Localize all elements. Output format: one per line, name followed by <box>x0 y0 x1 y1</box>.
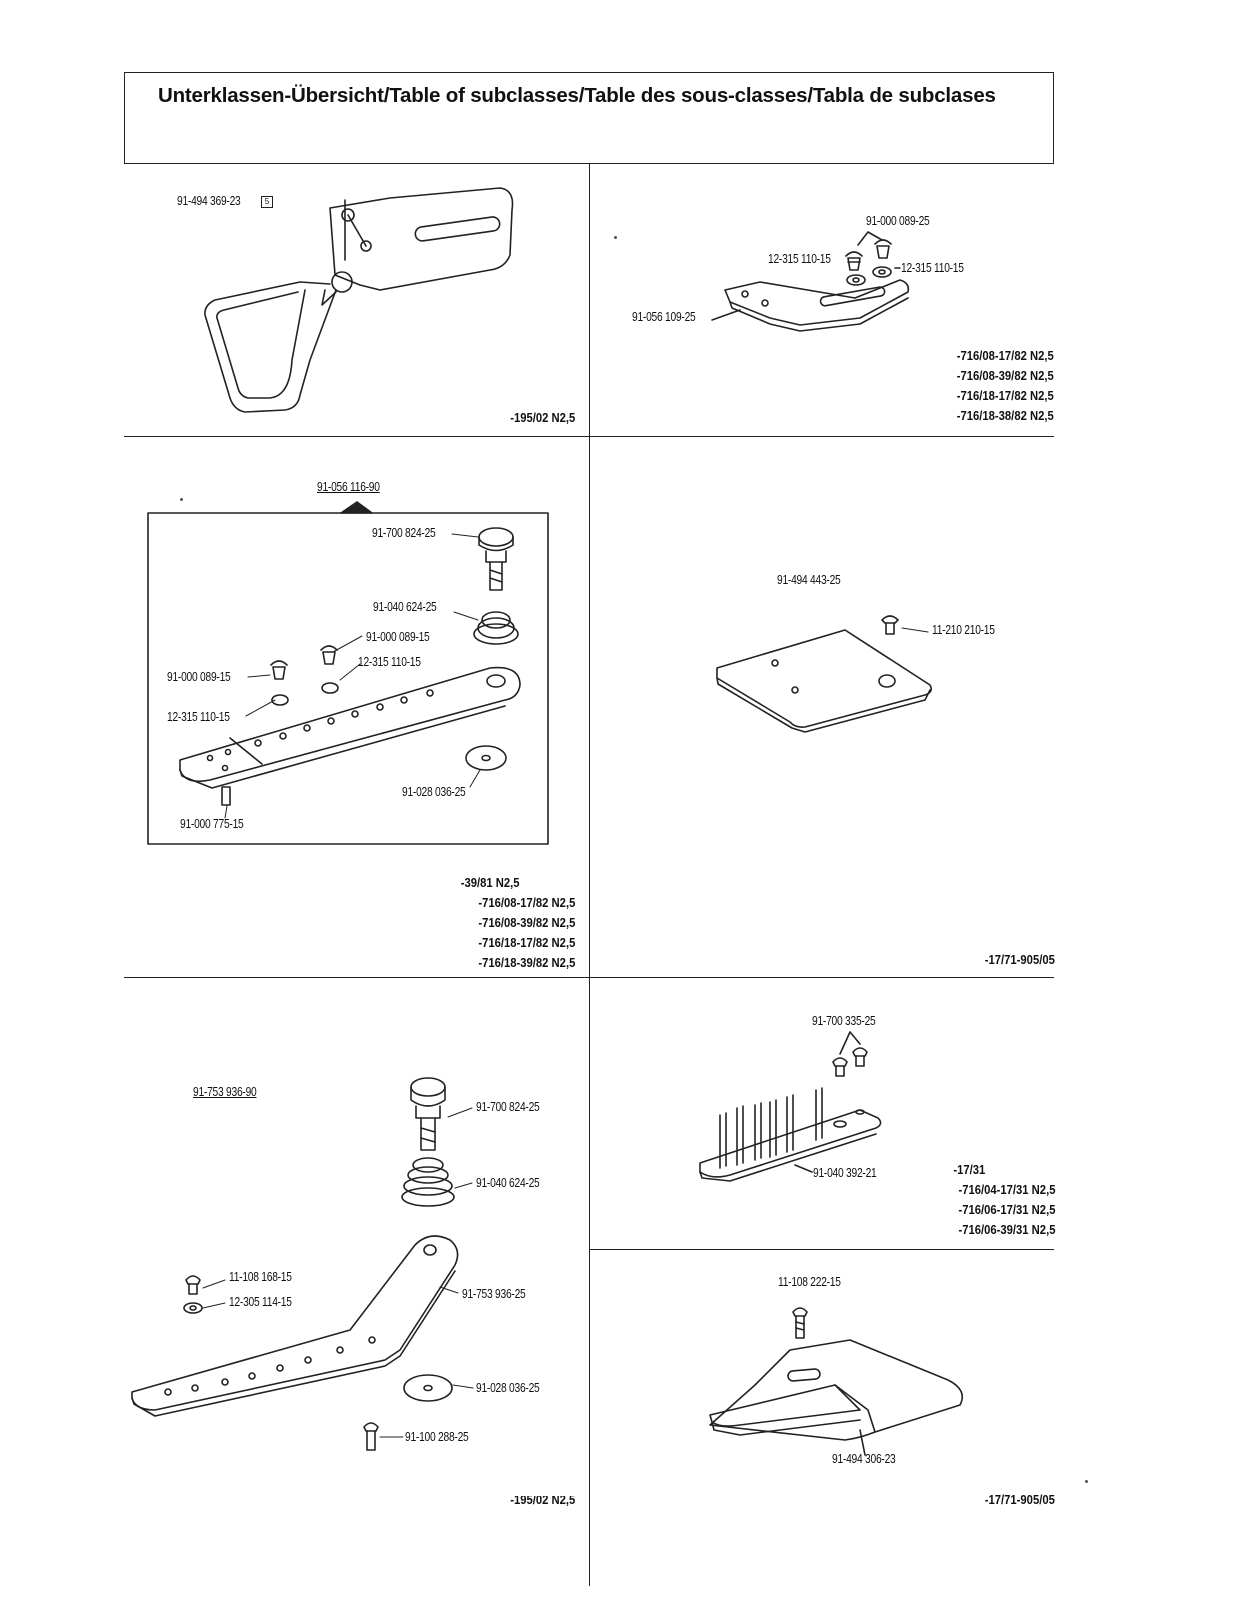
p5-part-label-2: 91-040 624-25 <box>476 1176 540 1190</box>
p3-assembly-number: 91-056 116-90 <box>317 480 380 494</box>
p6-part-label-1: 91-700 335-25 <box>812 1014 876 1028</box>
p5-part-label-3: 11-108 168-15 <box>229 1270 292 1284</box>
p7-part-label-2: 91-494 306-23 <box>832 1452 896 1466</box>
p5-assembly-drawing <box>131 1077 459 1451</box>
p2-part-label-3: 12-315 110-15 <box>901 261 964 275</box>
p7-part-label-1: 11-108 222-15 <box>778 1275 841 1289</box>
grid-row-divider-2 <box>124 977 1054 978</box>
p4-subclass: -17/71-905/05 <box>984 953 1055 967</box>
p3-subclass: -39/81 N2,5 <box>460 876 520 890</box>
p6-pin-guide-drawing <box>699 1031 882 1182</box>
p3-assembly-drawing <box>147 501 549 845</box>
grid-row-divider-1 <box>124 436 1054 437</box>
p7-subclass-list: -17/71-905/05 <box>985 1490 1055 1510</box>
p2-part-label-4: 91-056 109-25 <box>632 310 696 324</box>
p2-subclass: -716/18-17/82 N2,5 <box>957 389 1054 403</box>
p2-part-label-1: 91-000 089-25 <box>866 214 930 228</box>
p4-subclass-list: -17/71-905/05 <box>985 950 1055 970</box>
grid-vertical-divider <box>589 164 590 1586</box>
p1-badge: 5 <box>261 196 273 208</box>
p6-subclass-list: -17/31 -716/04-17/31 N2,5 -716/06-17/31 … <box>953 1160 1055 1240</box>
scan-speck <box>614 236 617 239</box>
p3-subclass-list: -39/81 N2,5 -716/08-17/82 N2,5 -716/08-3… <box>460 873 575 973</box>
p2-subclass-list: -716/08-17/82 N2,5 -716/08-39/82 N2,5 -7… <box>957 346 1054 426</box>
p3-part-label-1: 91-700 824-25 <box>372 526 436 540</box>
p3-part-label-5: 91-000 089-15 <box>167 670 231 684</box>
p2-subclass: -716/08-17/82 N2,5 <box>957 349 1054 363</box>
p1-subclass: -195/02 N2,5 <box>509 411 575 425</box>
p1-foot-drawing <box>204 187 514 413</box>
p3-part-label-4: 12-315 110-15 <box>358 655 421 669</box>
p2-subclass: -716/08-39/82 N2,5 <box>957 369 1054 383</box>
p3-subclass: -716/18-17/82 N2,5 <box>478 936 575 950</box>
leader-lines <box>202 533 929 1438</box>
scan-speck <box>1085 1480 1088 1483</box>
page-title: Unterklassen-Übersicht/Table of subclass… <box>158 84 996 107</box>
p3-subclass: -716/08-17/82 N2,5 <box>478 896 575 910</box>
p3-part-label-7: 91-028 036-25 <box>402 785 466 799</box>
p4-part-label-2: 11-210 210-15 <box>932 623 995 637</box>
p7-folder-drawing <box>709 1307 964 1456</box>
p3-subclass: -716/18-39/82 N2,5 <box>478 956 575 970</box>
scan-speck <box>180 498 183 501</box>
p5-subclass: -195/02 N2,5 <box>509 1496 575 1506</box>
p3-part-label-6: 12-315 110-15 <box>167 710 230 724</box>
p6-part-label-2: 91-040 392-21 <box>813 1166 877 1180</box>
p3-part-label-8: 91-000 775-15 <box>180 817 244 831</box>
p1-part-number: 91-494 369-23 <box>177 194 241 208</box>
p5-assembly-number: 91-753 936-90 <box>193 1085 257 1099</box>
p3-part-label-2: 91-040 624-25 <box>373 600 437 614</box>
p4-part-label-1: 91-494 443-25 <box>777 573 841 587</box>
p3-subclass: -716/08-39/82 N2,5 <box>478 916 575 930</box>
p2-part-label-2: 12-315 110-15 <box>768 252 831 266</box>
p3-part-label-3: 91-000 089-15 <box>366 630 430 644</box>
grid-row-divider-3 <box>589 1249 1054 1250</box>
p6-subclass: -716/06-17/31 N2,5 <box>958 1203 1055 1217</box>
p5-part-label-1: 91-700 824-25 <box>476 1100 540 1114</box>
p4-plate-drawing <box>716 615 932 733</box>
header-box <box>124 72 1054 164</box>
p5-part-label-5: 91-753 936-25 <box>462 1287 526 1301</box>
p2-subclass: -716/18-38/82 N2,5 <box>957 409 1054 423</box>
p5-subclass-list: -195/02 N2,5 <box>510 1496 575 1506</box>
p5-part-label-7: 91-100 288-25 <box>405 1430 469 1444</box>
p7-subclass: -17/71-905/05 <box>984 1493 1055 1507</box>
p6-subclass: -716/04-17/31 N2,5 <box>958 1183 1055 1197</box>
p1-subclass-list: -195/02 N2,5 <box>510 408 575 428</box>
p5-part-label-4: 12-305 114-15 <box>229 1295 292 1309</box>
p6-subclass: -716/06-39/31 N2,5 <box>958 1223 1055 1237</box>
p6-subclass: -17/31 <box>952 1163 985 1177</box>
p2-bracket-drawing <box>711 231 910 332</box>
p5-part-label-6: 91-028 036-25 <box>476 1381 540 1395</box>
